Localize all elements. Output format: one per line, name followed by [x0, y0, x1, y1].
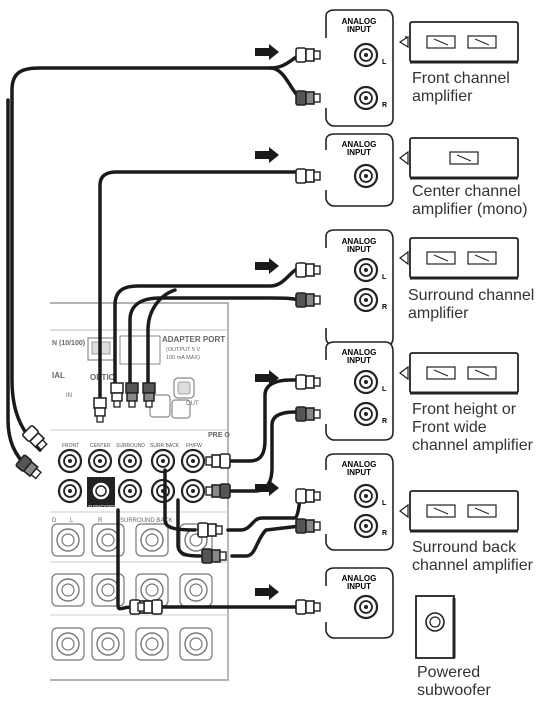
digital-label: IAL	[52, 371, 65, 380]
jack-label-fh-fw: FH/FW	[186, 443, 202, 449]
receiver-rear-panel: N (10/100) ADAPTER PORT (OUTPUT 5 V 100 …	[50, 302, 230, 681]
analog-input-label: ANALOG	[342, 574, 377, 583]
analog-input-label: ANALOG	[342, 460, 377, 469]
network-label: N (10/100)	[52, 340, 85, 347]
analog-input-label: INPUT	[347, 356, 371, 365]
arrow-surround-back	[255, 480, 279, 496]
speaker-label-d: D	[52, 518, 57, 524]
out-label: OUT	[186, 401, 199, 407]
analog-input-label: ANALOG	[342, 237, 377, 246]
arrow-surround	[255, 258, 279, 274]
optical-label: OPTIC	[90, 373, 115, 382]
surround-amp-icon	[409, 237, 519, 279]
jack-label-subwoofer: SUBWOOFER	[88, 504, 118, 509]
jack-label-surround: SURROUND	[116, 443, 145, 449]
jack-label-center: CENTER	[90, 443, 111, 449]
channel-r-label: R	[382, 304, 387, 311]
channel-r-label: R	[382, 102, 387, 109]
front-height-amp-icon	[409, 352, 519, 394]
front-amp-icon	[409, 21, 519, 63]
surround-back-amp-input-panel: ANALOG INPUT L R	[295, 453, 394, 551]
surround-back-amp-icon	[409, 490, 519, 532]
speaker-label-surround-back: SURROUND BACK	[120, 518, 173, 524]
analog-input-label: ANALOG	[342, 140, 377, 149]
pre-out-label: PRE O	[208, 432, 230, 439]
analog-input-label: ANALOG	[342, 17, 377, 26]
adapter-port-label: ADAPTER PORT	[162, 335, 225, 344]
channel-l-label: L	[382, 386, 387, 393]
channel-l-label: L	[382, 274, 387, 281]
amplifier-icons	[398, 21, 519, 659]
channel-r-label: R	[382, 530, 387, 537]
channel-l-label: L	[382, 500, 387, 507]
arrow-center	[255, 147, 279, 163]
adapter-output-label: (OUTPUT 5 V	[166, 347, 200, 353]
speaker-label-l: L	[70, 518, 74, 524]
front-amp-input-panel: ANALOG INPUT L R	[295, 9, 394, 127]
subwoofer-input-panel: ANALOG INPUT	[295, 567, 394, 639]
arrow-subwoofer	[255, 584, 279, 600]
jack-label-surr-back: SURR BACK	[150, 443, 180, 449]
jack-label-front: FRONT	[62, 443, 79, 449]
analog-input-label: INPUT	[347, 148, 371, 157]
center-amp-input-panel: ANALOG INPUT	[295, 133, 394, 207]
adapter-max-label: 100 mA MAX)	[166, 355, 200, 361]
front-height-amp-input-panel: ANALOG INPUT L R	[295, 341, 394, 441]
surround-amp-input-panel: ANALOG INPUT L R	[295, 229, 394, 347]
analog-input-label: INPUT	[347, 582, 371, 591]
channel-l-label: L	[382, 59, 387, 66]
analog-input-label: INPUT	[347, 468, 371, 477]
arrow-front	[255, 44, 279, 60]
analog-input-label: INPUT	[347, 245, 371, 254]
analog-input-label: ANALOG	[342, 348, 377, 357]
in-label: IN	[66, 393, 72, 399]
speaker-label-r: R	[98, 518, 103, 524]
analog-input-label: INPUT	[347, 25, 371, 34]
channel-r-label: R	[382, 418, 387, 425]
